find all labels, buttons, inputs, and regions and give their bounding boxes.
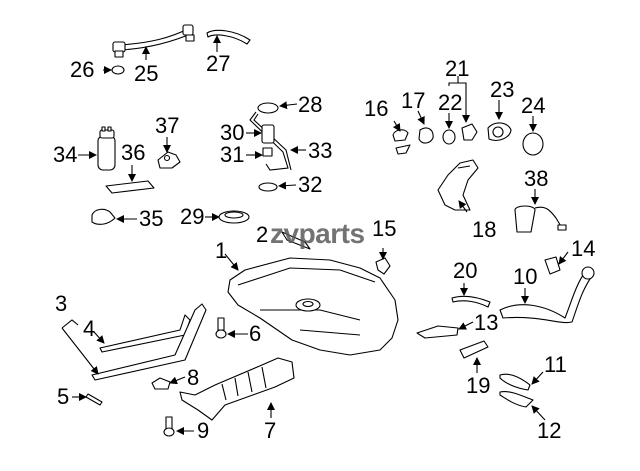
callout-26[interactable]: 26 — [70, 57, 95, 82]
callout-9[interactable]: 9 — [197, 418, 210, 443]
callout-34[interactable]: 34 — [53, 142, 78, 167]
part-5-pin[interactable] — [85, 393, 103, 406]
callout-30[interactable]: 30 — [220, 120, 245, 145]
callout-14[interactable]: 14 — [571, 236, 596, 261]
callout-15[interactable]: 15 — [372, 216, 397, 241]
callout-32[interactable]: 32 — [298, 172, 323, 197]
part-20-hose[interactable] — [451, 295, 491, 308]
callout-18[interactable]: 18 — [472, 217, 497, 242]
callout-4[interactable]: 4 — [83, 316, 96, 341]
part-16-seal[interactable] — [392, 129, 411, 155]
part-1-fuel-tank[interactable] — [227, 257, 399, 356]
callout-24[interactable]: 24 — [521, 93, 546, 118]
part-13-bracket[interactable] — [416, 325, 459, 339]
callout-6[interactable]: 6 — [249, 321, 262, 346]
part-25-vent-tube[interactable] — [112, 24, 195, 58]
part-7-heat-shield[interactable] — [179, 357, 295, 421]
callout-8[interactable]: 8 — [187, 365, 200, 390]
callout-33[interactable]: 33 — [308, 138, 333, 163]
part-35-retainer[interactable] — [91, 208, 116, 225]
watermark: zvparts — [270, 218, 365, 249]
part-3-lower-strap[interactable] — [91, 303, 207, 381]
callout-22[interactable]: 22 — [438, 90, 463, 115]
part-15-clip[interactable] — [375, 257, 391, 275]
callout-25[interactable]: 25 — [134, 61, 159, 86]
part-36-strainer[interactable] — [105, 180, 155, 194]
callout-37[interactable]: 37 — [155, 113, 180, 138]
callout-7[interactable]: 7 — [264, 418, 277, 443]
part-21-cap-part[interactable] — [461, 123, 478, 141]
callout-23[interactable]: 23 — [490, 77, 515, 102]
callout-21[interactable]: 21 — [445, 56, 470, 81]
part-37-sender[interactable] — [157, 151, 181, 169]
callout-20[interactable]: 20 — [453, 258, 478, 283]
part-32-gasket[interactable] — [258, 182, 278, 192]
part-8-clip[interactable] — [151, 377, 171, 390]
part-2-bracket[interactable] — [281, 231, 311, 250]
callout-2[interactable]: 2 — [256, 222, 269, 247]
callout-12[interactable]: 12 — [537, 418, 562, 443]
part-26-grommet[interactable] — [111, 65, 125, 75]
callout-27[interactable]: 27 — [206, 51, 231, 76]
part-9-bolt[interactable] — [163, 416, 175, 437]
callout-31[interactable]: 31 — [220, 142, 245, 167]
part-4-upper-strap[interactable] — [99, 314, 191, 353]
callout-38[interactable]: 38 — [524, 166, 549, 191]
callout-17[interactable]: 17 — [401, 88, 426, 113]
part-6-bolt[interactable] — [215, 317, 227, 339]
part-14-bracket[interactable] — [544, 256, 561, 275]
callout-28[interactable]: 28 — [298, 92, 323, 117]
part-34-fuel-pump[interactable] — [97, 126, 116, 171]
part-23-cap[interactable] — [487, 122, 512, 141]
callout-16[interactable]: 16 — [364, 96, 389, 121]
callout-3[interactable]: 3 — [55, 291, 68, 316]
callout-11[interactable]: 11 — [544, 352, 567, 377]
part-27-hose[interactable] — [206, 29, 251, 45]
callout-5[interactable]: 5 — [57, 384, 70, 409]
part-12-bracket[interactable] — [499, 391, 534, 408]
part-29-lock-ring[interactable] — [218, 210, 250, 224]
part-11-bracket[interactable] — [499, 373, 531, 391]
callout-13[interactable]: 13 — [474, 310, 499, 335]
callout-29[interactable]: 29 — [180, 204, 205, 229]
callout-19[interactable]: 19 — [466, 373, 491, 398]
callout-10[interactable]: 10 — [513, 264, 538, 289]
part-19-hose[interactable] — [459, 340, 489, 359]
leader-lines — [61, 35, 569, 435]
callout-35[interactable]: 35 — [139, 206, 164, 231]
part-18-filler-housing[interactable] — [437, 159, 479, 211]
part-10-filler-pipe[interactable] — [499, 266, 595, 324]
callout-36[interactable]: 36 — [121, 140, 146, 165]
part-33-pump-bracket[interactable] — [249, 102, 292, 171]
callout-1[interactable]: 1 — [215, 238, 228, 263]
part-38-sensor[interactable] — [514, 205, 567, 233]
part-22-gasket[interactable] — [442, 129, 456, 145]
part-17-grommet[interactable] — [418, 127, 434, 144]
part-24-o-ring[interactable] — [522, 132, 544, 156]
